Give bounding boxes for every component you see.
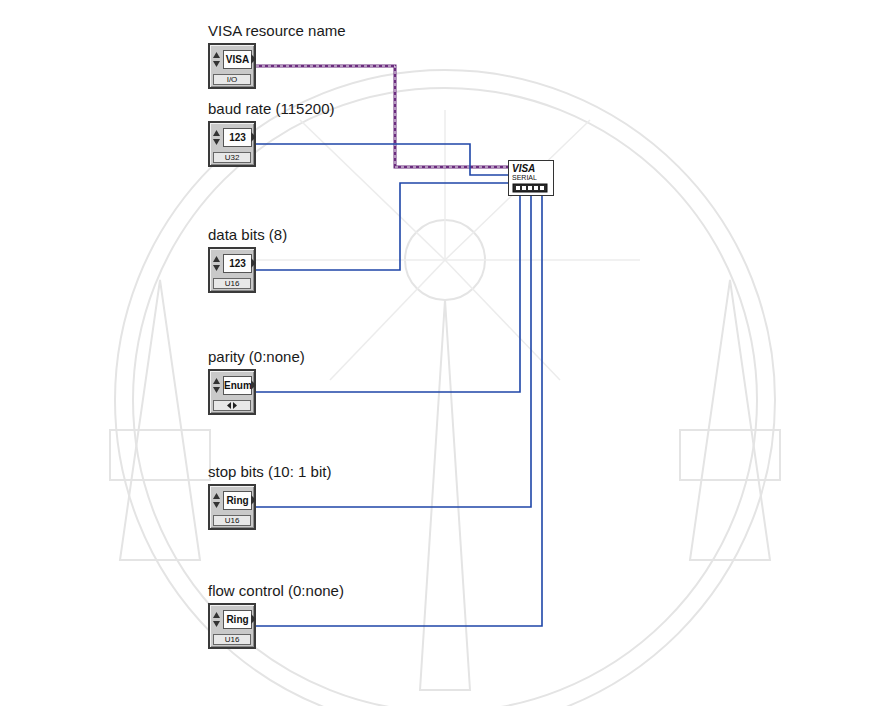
output-arrow: [251, 54, 256, 64]
subvi-subtitle: SERIAL: [512, 174, 550, 182]
terminal-label: VISA resource name: [208, 22, 346, 40]
terminal-icon: RingU16: [208, 484, 256, 530]
seal-outline: [110, 70, 780, 706]
control-terminal: parity (0:none) Enum: [208, 348, 305, 415]
terminal-type: Ring: [223, 610, 252, 629]
terminal-icon: Enum: [208, 369, 256, 415]
port-pin: [516, 186, 520, 190]
terminal-icon: RingU16: [208, 603, 256, 649]
terminal-type: 123: [223, 128, 252, 147]
wire: [256, 183, 508, 270]
terminal-label: baud rate (115200): [208, 100, 334, 118]
down-arrow: [213, 387, 220, 393]
output-triangle: [251, 258, 256, 268]
terminal-label: parity (0:none): [208, 348, 305, 366]
data-type: U16: [213, 515, 251, 526]
right-triangle: [233, 402, 237, 409]
port-pin: [540, 186, 544, 190]
data-type: U16: [213, 278, 251, 289]
output-arrow: [251, 380, 256, 390]
control-terminal: flow control (0:none) RingU16: [208, 582, 344, 649]
spinner-arrows: [212, 254, 221, 273]
wire-line: [256, 144, 508, 175]
terminal-icon: 123U32: [208, 121, 256, 167]
down-arrow: [213, 61, 220, 67]
down-arrow: [213, 139, 220, 145]
output-triangle: [251, 495, 256, 505]
data-type: U32: [213, 152, 251, 163]
up-arrow: [213, 52, 220, 58]
terminal-type: VISA: [223, 50, 252, 69]
terminal-icon: 123U16: [208, 247, 256, 293]
terminal-type: Enum: [223, 376, 252, 395]
up-arrow: [213, 130, 220, 136]
spinner-arrows: [212, 610, 221, 629]
output-triangle: [251, 380, 256, 390]
port-pin: [522, 186, 526, 190]
data-type: I/O: [213, 74, 251, 85]
port-graphic: [512, 183, 548, 193]
up-arrow: [213, 493, 220, 499]
visa-serial-node: VISASERIAL: [508, 160, 554, 196]
control-terminal: baud rate (115200)123U32: [208, 100, 334, 167]
wire: [256, 196, 542, 626]
left-triangle: [227, 402, 231, 409]
port-body: [513, 184, 547, 192]
down-arrow: [213, 502, 220, 508]
enum-strip: [213, 400, 251, 411]
output-arrow: [251, 495, 256, 505]
control-terminal: VISA resource nameVISA I/O: [208, 22, 346, 89]
spinner-arrows: [212, 376, 221, 395]
seal-rays: [250, 110, 640, 380]
control-terminal: data bits (8)123U16: [208, 226, 287, 293]
subvi-title: VISA: [512, 163, 550, 174]
wire-line: [256, 183, 508, 270]
spinner-arrows: [212, 50, 221, 69]
down-arrow: [213, 265, 220, 271]
terminal-label: data bits (8): [208, 226, 287, 244]
control-terminal: stop bits (10: 1 bit) RingU16: [208, 463, 331, 530]
terminal-type: Ring: [223, 491, 252, 510]
wire-line: [256, 196, 542, 626]
output-triangle: [251, 54, 256, 64]
output-triangle: [251, 614, 256, 624]
data-type: U16: [213, 634, 251, 645]
enum-icon: [214, 401, 250, 410]
spinner-arrows: [212, 491, 221, 510]
output-arrow: [251, 258, 256, 268]
port-pin: [534, 186, 538, 190]
terminal-label: stop bits (10: 1 bit): [208, 463, 331, 481]
output-arrow: [251, 614, 256, 624]
up-arrow: [213, 256, 220, 262]
terminal-label: flow control (0:none): [208, 582, 344, 600]
output-arrow: [251, 132, 256, 142]
up-arrow: [213, 612, 220, 618]
spinner-arrows: [212, 128, 221, 147]
port-pin: [528, 186, 532, 190]
down-arrow: [213, 621, 220, 627]
output-triangle: [251, 132, 256, 142]
terminal-type: 123: [223, 254, 252, 273]
up-arrow: [213, 378, 220, 384]
wire: [256, 144, 508, 175]
terminal-icon: VISA I/O: [208, 43, 256, 89]
